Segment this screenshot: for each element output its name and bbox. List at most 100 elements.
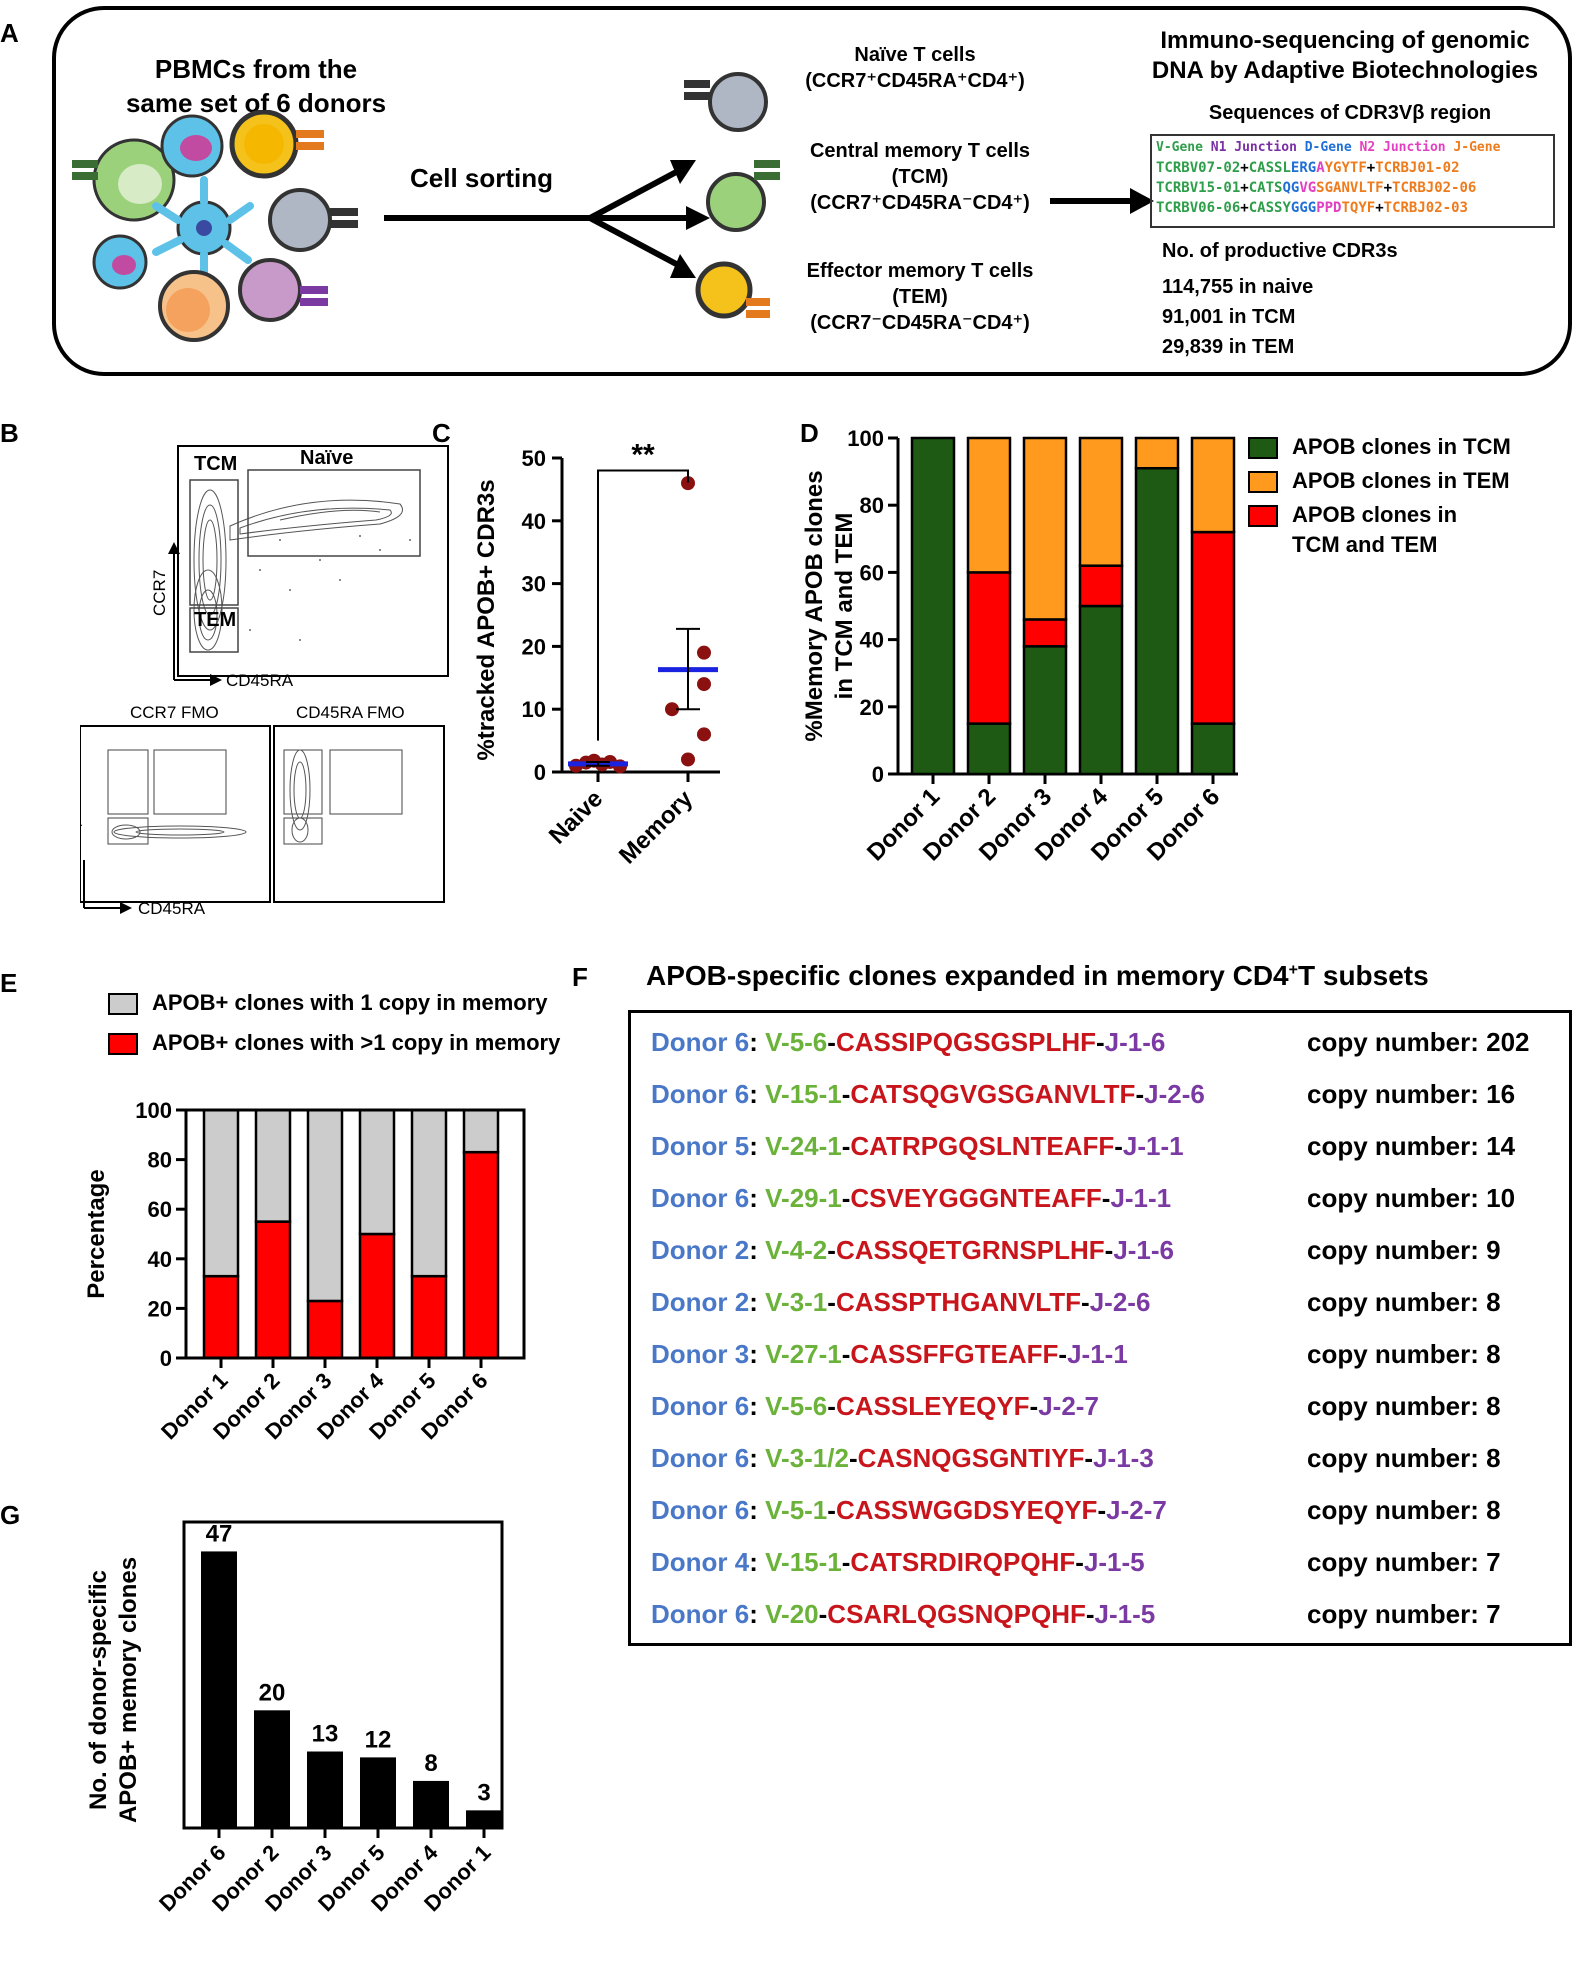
bar-segment: [1078, 604, 1124, 776]
panel-label-e: E: [0, 968, 18, 998]
productive-naive: 114,755 in naive: [1162, 276, 1314, 298]
c-ytick-label: 50: [522, 446, 546, 471]
clone-cdr3: CASSQETGRNSPLHF: [835, 1235, 1105, 1265]
seq-p1: +: [1240, 180, 1249, 196]
clone-j-gene: J-1-6: [1113, 1235, 1175, 1265]
ytick-label: 0: [160, 1346, 172, 1371]
seq-a: CASSY: [1248, 200, 1291, 216]
clone-cdr3: CASSPTHGANVLTF: [835, 1287, 1082, 1317]
clone-v-gene: V-5-6: [765, 1027, 828, 1057]
g-data-label: 12: [365, 1726, 392, 1753]
g-ylabel-2: APOB+ memory clones: [115, 1557, 142, 1823]
clone-v-gene: V-5-1: [765, 1495, 828, 1525]
cd45ra-axis: CD45RA: [226, 671, 294, 690]
clone-row: Donor 6: V-3-1/2-CASNQGSGNTIYF-J-1-3: [651, 1443, 1154, 1473]
e-frame: [184, 1108, 526, 1360]
panel-label-c: C: [432, 418, 451, 448]
orange-cell-icon: [158, 270, 230, 342]
d-legend-label: APOB clones in TCM: [1292, 434, 1511, 459]
bar-segment: [306, 1299, 344, 1360]
clone-copy-number: copy number: 7: [1307, 1599, 1501, 1629]
seq-p2: +: [1366, 160, 1376, 176]
seq-b: ERG: [1290, 160, 1317, 176]
cdr3-sequence-box: V-Gene N1 Junction D-Gene N2 Junction J-…: [1150, 134, 1555, 228]
clone-j-gene: J-1-1: [1122, 1131, 1184, 1161]
d-legend-swatch: [1248, 471, 1278, 494]
g-bar: [254, 1710, 290, 1828]
clone-cdr3: CSVEYGGGNTEAFF: [850, 1183, 1102, 1213]
tem-cells-label: Effector memory T cells (TEM) (CCR7⁻CD45…: [770, 258, 1070, 336]
ytick-label: 80: [148, 1148, 172, 1173]
c-point: [681, 476, 695, 491]
seq-p1: +: [1240, 200, 1249, 216]
panel-f-title-end: T subsets: [1297, 960, 1429, 991]
c-point: [697, 677, 711, 692]
seq-p1: +: [1240, 160, 1249, 176]
e-legend-swatch: [108, 993, 138, 1016]
clone-row: Donor 6: V-15-1-CATSQGVGSGANVLTF-J-2-6: [651, 1079, 1205, 1109]
clone-v-gene: V-27-1: [765, 1339, 842, 1369]
tem-line2: (TEM): [892, 286, 948, 308]
fmo-cd45ra-axis: CD45RA: [138, 899, 206, 918]
panel-label-g: G: [0, 1500, 21, 1530]
clone-copy-number: copy number: 8: [1307, 1287, 1501, 1317]
bar-segment: [1190, 722, 1236, 776]
clone-cdr3: CSARLQGSNQPQHF: [827, 1599, 1086, 1629]
ytick-label: 20: [148, 1296, 172, 1321]
productive-title: No. of productive CDR3s: [1162, 240, 1398, 262]
clone-cdr3: CATRPGQSLNTEAFF: [850, 1131, 1115, 1161]
seq-legend-row: V-Gene N1 Junction D-Gene N2 Junction J-…: [1156, 138, 1549, 158]
clone-v-gene: V-15-1: [765, 1079, 842, 1109]
e-legend-label: APOB+ clones with 1 copy in memory: [152, 990, 548, 1015]
clone-cdr3: CASSIPQGSGSPLHF: [835, 1027, 1096, 1057]
seq-d: YGYTF: [1324, 160, 1367, 176]
bar-segment: [254, 1220, 292, 1360]
clone-v-gene: V-4-2: [765, 1235, 828, 1265]
g-data-label: 13: [312, 1721, 339, 1748]
seq-title: Sequences of CDR3Vβ region: [1208, 102, 1492, 124]
panel-f-title-sup: +: [1288, 961, 1298, 979]
c-point: [681, 752, 695, 767]
bar-segment: [306, 1108, 344, 1303]
bar-segment: [358, 1232, 396, 1360]
ytick-label: 40: [148, 1247, 172, 1272]
clone-cdr3: CASSLEYEQYF: [835, 1391, 1030, 1421]
clone-donor: Donor 6: [651, 1183, 750, 1213]
c-ytick-label: 0: [534, 760, 546, 785]
dendritic-cell-icon: [152, 176, 254, 282]
tem-gate-label: TEM: [194, 609, 236, 631]
clone-row: Donor 6: V-5-1-CASSWGGDSYEQYF-J-2-7: [651, 1495, 1167, 1525]
clone-row: Donor 6: V-5-6-CASSLEYEQYF-J-2-7: [651, 1391, 1099, 1421]
cd45ra-fmo-plot: [273, 725, 445, 903]
c-ytick-label: 10: [522, 697, 546, 722]
c-ylabel: %tracked APOB+ CDR3s: [473, 479, 500, 760]
c-ytick-label: 30: [522, 572, 546, 597]
clone-copy-number: copy number: 8: [1307, 1339, 1501, 1369]
seq-c: VG: [1299, 180, 1317, 196]
clone-copy-number: copy number: 10: [1307, 1183, 1516, 1213]
legend-d-gene: D-Gene: [1304, 140, 1352, 155]
g-bar: [307, 1751, 343, 1828]
clone-v-gene: V-15-1: [765, 1547, 842, 1577]
immuno-line2: DNA by Adaptive Biotechnologies: [1151, 57, 1539, 84]
clone-donor: Donor 6: [651, 1495, 750, 1525]
panel-a-frame: [52, 6, 1572, 376]
clone-v-gene: V-20: [765, 1599, 819, 1629]
clone-v-gene: V-3-1: [765, 1287, 828, 1317]
legend-n1: N1 Junction: [1210, 140, 1297, 155]
clone-row: Donor 6: V-20-CSARLQGSNQPQHF-J-1-5: [651, 1599, 1156, 1629]
clone-donor: Donor 3: [651, 1339, 750, 1369]
g-data-label: 20: [259, 1679, 286, 1706]
productive-counts: 114,755 in naive 91,001 in TCM 29,839 in…: [1162, 272, 1313, 362]
panel-label-d: D: [800, 418, 819, 448]
clone-donor: Donor 4: [651, 1547, 750, 1577]
tcm-line1: Central memory T cells: [809, 140, 1031, 162]
clone-donor: Donor 6: [651, 1443, 750, 1473]
tem-line3: (CCR7⁻CD45RA⁻CD4⁺): [810, 312, 1030, 334]
seq-p2: +: [1375, 200, 1384, 216]
ytick-label: 100: [847, 426, 884, 451]
seq-j: TCRBJ02-03: [1383, 200, 1468, 216]
sorting-arrows: [384, 160, 710, 278]
